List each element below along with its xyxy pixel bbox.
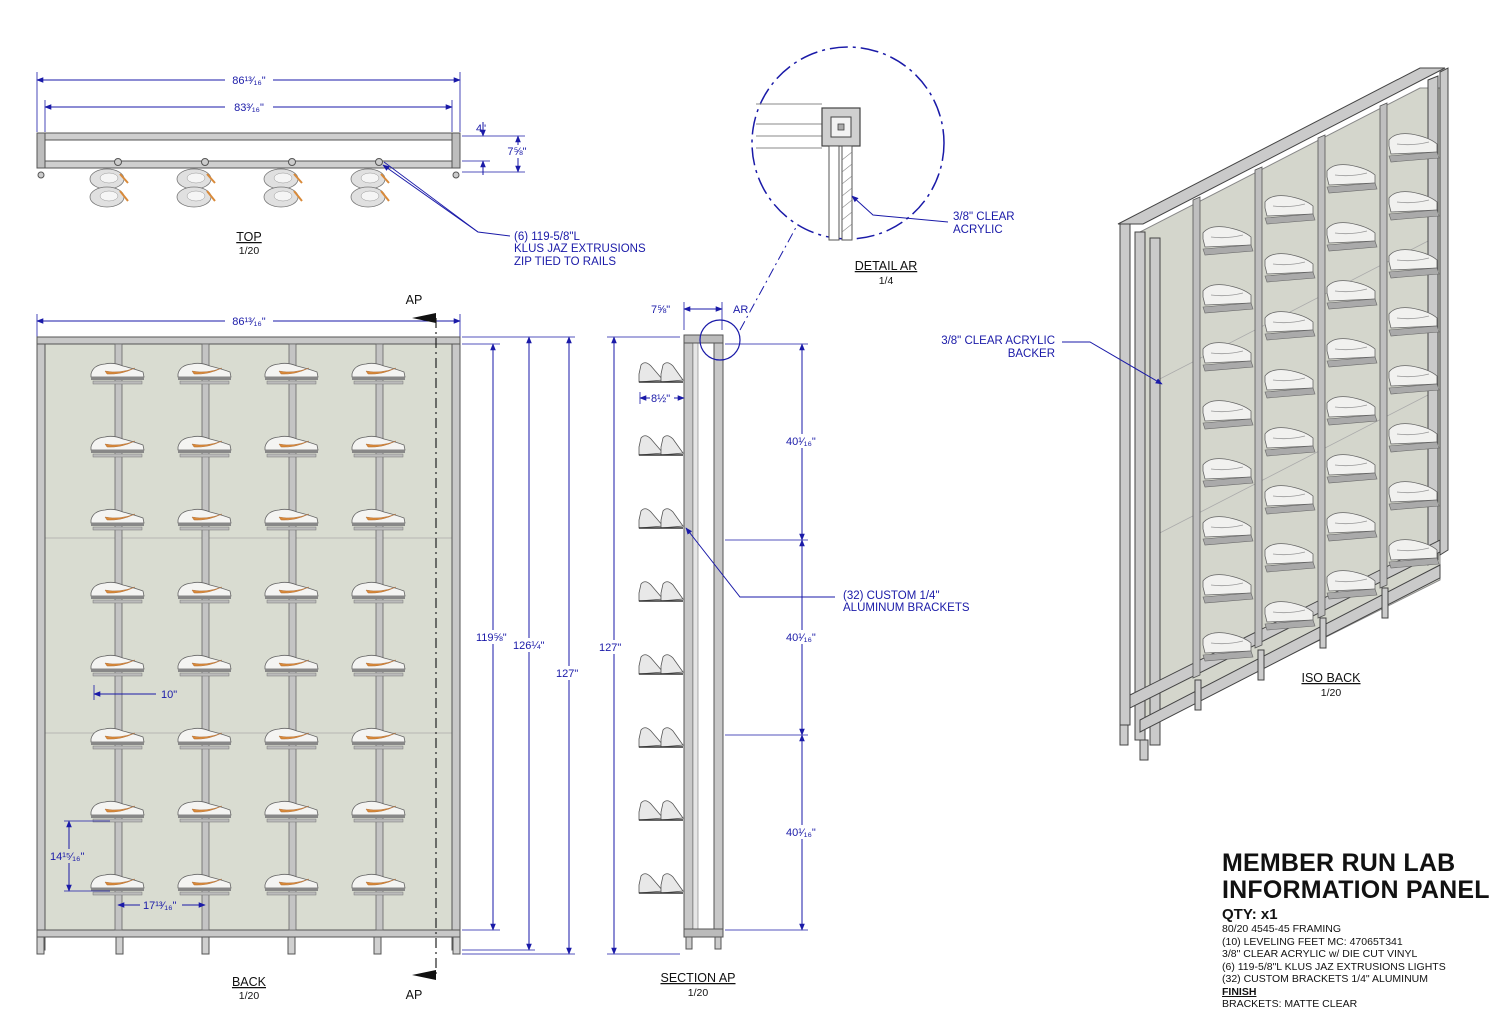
back-cut-label-bottom: AP [406,988,423,1002]
back-dim-overall: 86¹³⁄₁₆" [232,316,266,328]
section-dim-40-c: 40¹⁄₁₆" [786,827,816,839]
section-view-scale: 1/20 [688,987,709,999]
shoe-illustration [638,507,684,529]
section-dim-40-b: 40¹⁄₁₆" [786,632,816,644]
detail-view-scale: 1/4 [879,275,894,287]
spec-line: 80/20 4545-45 FRAMING [1222,923,1342,935]
shoe-illustration [638,872,684,894]
shoe-illustration [638,434,684,456]
iso-note-line-1: 3/8" CLEAR ACRYLIC [941,335,1055,347]
top-view-title: TOP [236,230,261,244]
spec-line: (32) CUSTOM BRACKETS 1/4" ALUMINUM [1222,973,1428,985]
iso-view: 3/8" CLEAR ACRYLIC BACKER ISO BACK 1/20 [941,67,1449,761]
top-dim-inner: 83³⁄₁₆" [234,102,264,114]
iso-view-scale: 1/20 [1321,687,1342,699]
top-dim-4: 4" [476,123,486,135]
back-dim-126: 126¼" [513,640,545,652]
finish-label: FINISH [1222,985,1257,998]
top-dim-overall: 86¹³⁄₁₆" [232,75,266,87]
top-view-scale: 1/20 [239,245,260,257]
back-dim-127: 127" [556,668,578,680]
section-view-title: SECTION AP [660,971,735,985]
back-dim-horizontal-spacing: 17¹³⁄₁₆" [143,900,177,912]
title-line-1: MEMBER RUN LAB [1222,849,1456,877]
shoe-illustration [638,726,684,748]
back-dim-10: 10" [161,689,177,701]
top-note-line-2: KLUS JAZ EXTRUSIONS [514,243,646,255]
shoe-illustration [638,580,684,602]
iso-note-line-2: BACKER [1008,348,1055,360]
finish-value: BRACKETS: MATTE CLEAR [1222,998,1358,1010]
shoe-illustration [638,799,684,821]
section-dim-40-a: 40¹⁄₁₆" [786,436,816,448]
spec-line: 3/8" CLEAR ACRYLIC w/ DIE CUT VINYL [1222,948,1418,960]
spec-line: (6) 119-5/8"L KLUS JAZ EXTRUSIONS LIGHTS [1222,960,1446,973]
section-note-line-2: ALUMINUM BRACKETS [843,602,970,614]
back-cut-label-top: AP [406,293,423,307]
detail-note-line-1: 3/8" CLEAR [953,211,1015,223]
section-dim-8: 8½" [651,393,670,405]
back-view: 86¹³⁄₁₆" AP AP 10" [36,293,582,1002]
section-view: 7⅝" AR 8½" 127" 40¹⁄₁₆" 40¹⁄₁ [597,219,970,999]
back-view-scale: 1/20 [239,990,260,1002]
top-view: 86¹³⁄₁₆" 83³⁄₁₆" 4" 7⅝" [36,72,646,268]
spec-line: (10) LEVELING FEET MC: 47065T341 [1222,935,1403,948]
section-dim-7: 7⅝" [651,304,670,316]
detail-view: 3/8" CLEAR ACRYLIC DETAIL AR 1/4 [751,46,1015,287]
back-dim-119: 119⅝" [476,632,507,644]
top-note-line-3: ZIP TIED TO RAILS [514,256,616,268]
back-dim-vertical-spacing: 14¹⁵⁄₁₆" [50,851,84,863]
section-dim-127: 127" [599,642,621,654]
top-dim-7: 7⅝" [507,146,526,158]
title-block: MEMBER RUN LAB INFORMATION PANEL QTY: x1… [1222,850,1492,1011]
detail-note-line-2: ACRYLIC [953,224,1003,236]
quantity: QTY: x1 [1222,906,1278,923]
shoe-illustration [638,653,684,675]
iso-view-title: ISO BACK [1301,671,1361,685]
back-view-title: BACK [232,975,267,989]
shoe-illustration [638,361,684,383]
top-note-line-1: (6) 119-5/8"L [514,231,580,243]
section-note-line-1: (32) CUSTOM 1/4" [843,590,940,602]
section-detail-tag: AR [733,304,748,316]
detail-view-title: DETAIL AR [855,259,918,273]
title-line-2: INFORMATION PANEL [1222,876,1490,904]
